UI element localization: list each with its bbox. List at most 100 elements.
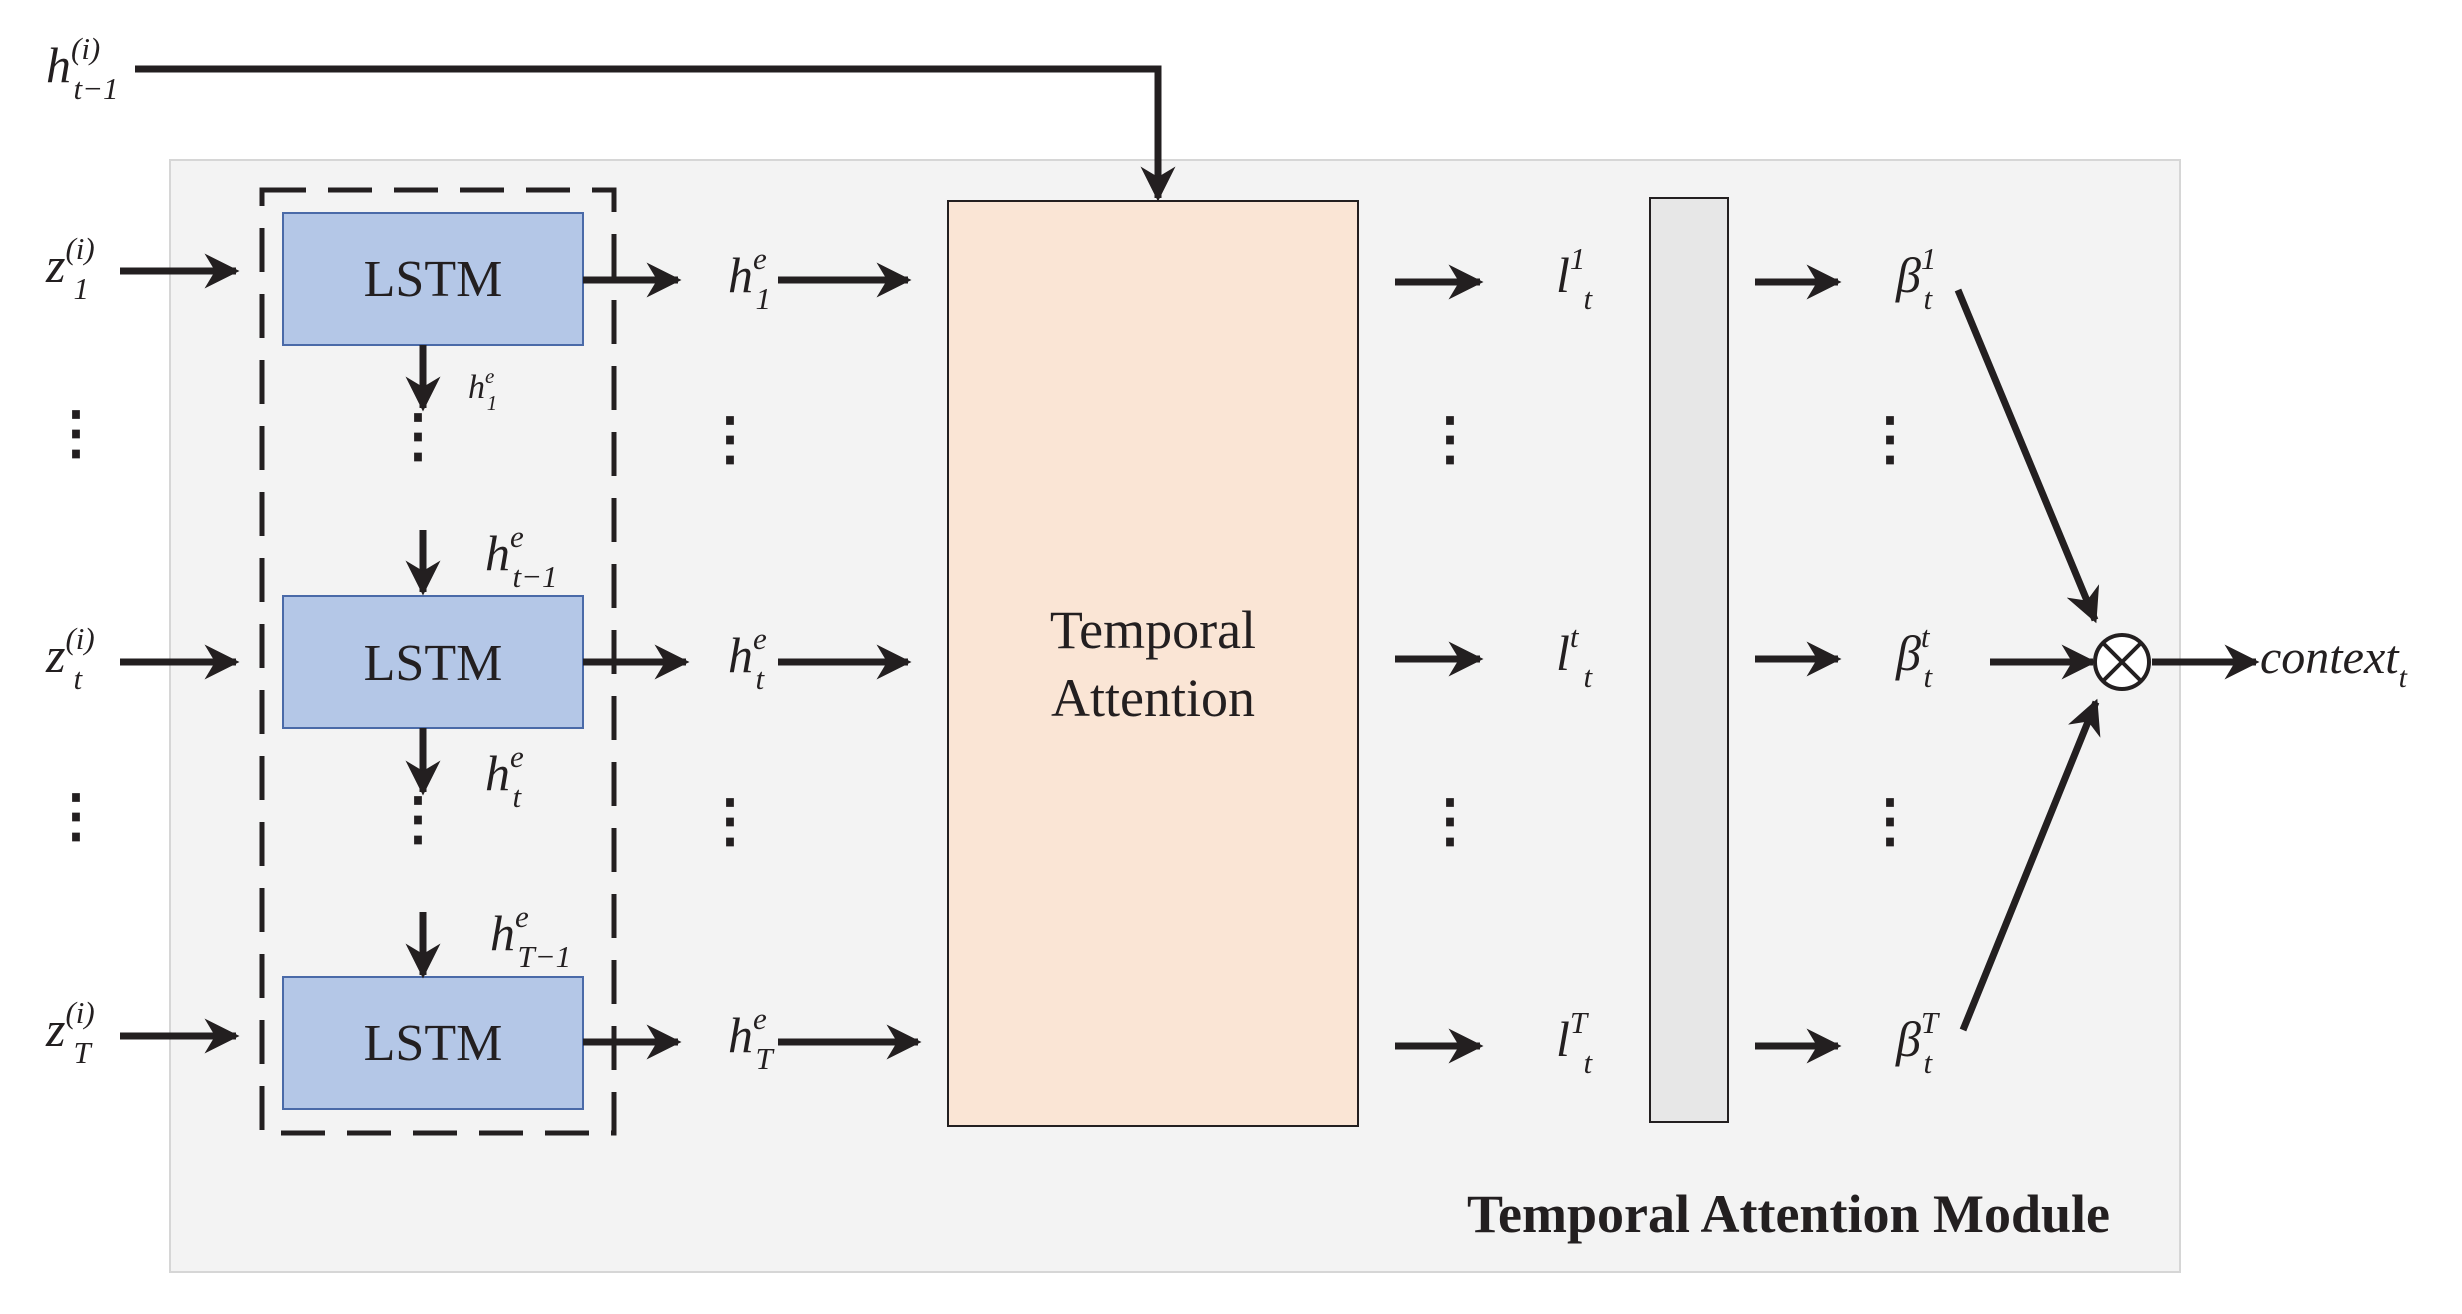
encoder-output-label-0-subscript: 1: [756, 281, 772, 316]
module-title: Temporal Attention Module: [1467, 1184, 2110, 1244]
weight-label-2-subscript: t: [1924, 1045, 1934, 1080]
hidden-link-label-2-subscript: t: [513, 779, 523, 814]
lstm-cell-T: LSTM: [282, 976, 584, 1110]
encoder-output-label-1-superscript: e: [753, 621, 767, 656]
score-label-0: l1 t: [1556, 241, 1594, 316]
temporal-attention-block: Temporal Attention: [947, 200, 1359, 1127]
vertical-ellipsis-1: ⋮: [47, 783, 105, 848]
score-label-0-base: l: [1556, 247, 1570, 303]
input-label-2-subscript: T: [74, 1035, 94, 1070]
weight-to-product-1: [1954, 288, 2100, 624]
encoder-output-label-1-base: h: [728, 627, 753, 683]
hidden-link-label-2-base: h: [485, 745, 510, 801]
encoder-output-label-0-base: h: [728, 247, 753, 303]
score-label-1: ltt: [1556, 619, 1594, 694]
lstm-cell-t-label: LSTM: [364, 635, 503, 692]
weight-label-2-superscript: T: [1921, 1005, 1941, 1040]
input-label-2-base: z: [45, 1001, 65, 1057]
hidden-link-label-2-superscript: e: [510, 739, 524, 774]
hidden-link-label-0-subscript: 1: [487, 391, 498, 415]
encoder-output-label-1-subscript: t: [756, 661, 766, 696]
weight-to-product-T: [1959, 698, 2101, 1032]
score-label-1-superscript: t: [1570, 619, 1580, 654]
lstm-cell-1-label: LSTM: [364, 251, 503, 308]
weight-label-2-base: β: [1895, 1011, 1921, 1067]
hidden-link-label-3-subscript: T−1: [518, 939, 572, 974]
hidden-link-label-1: he t−1: [485, 519, 558, 594]
vertical-ellipsis-4: ⋮: [701, 406, 759, 471]
score-label-2-subscript: t: [1584, 1045, 1594, 1080]
hidden-link-label-1-subscript: t−1: [513, 559, 558, 594]
hidden-link-label-0-base: h: [468, 369, 485, 406]
input-label-0-superscript: (i): [65, 231, 94, 266]
input-label-1: z(i) t: [45, 621, 95, 696]
weight-label-0-subscript: t: [1924, 281, 1934, 316]
vertical-ellipsis-3: ⋮: [389, 786, 447, 851]
context-output-label: contextt: [2260, 631, 2408, 694]
vertical-ellipsis-0: ⋮: [47, 400, 105, 465]
hidden-link-label-1-superscript: e: [510, 519, 524, 554]
encoder-output-label-0: he 1: [728, 241, 771, 316]
vertical-ellipsis-8: ⋮: [1861, 406, 1919, 471]
context-output-label-subscript: t: [2399, 661, 2408, 694]
prev-hidden-label-subscript: t−1: [74, 71, 119, 106]
input-label-2: z(i) T: [45, 995, 95, 1070]
input-label-2-superscript: (i): [65, 995, 94, 1030]
encoder-output-label-2-base: h: [728, 1007, 753, 1063]
score-label-0-superscript: 1: [1570, 241, 1586, 276]
weight-label-1-subscript: t: [1924, 659, 1934, 694]
input-label-0: z(i) 1: [45, 231, 95, 306]
input-label-1-base: z: [45, 627, 65, 683]
attention-label-line2: Attention: [1051, 668, 1255, 728]
score-label-2-superscript: T: [1570, 1005, 1590, 1040]
encoder-output-label-2-superscript: e: [753, 1001, 767, 1036]
vertical-ellipsis-9: ⋮: [1861, 788, 1919, 853]
hidden-link-label-3-superscript: e: [515, 899, 529, 934]
input-label-1-superscript: (i): [65, 621, 94, 656]
hidden-link-label-0-superscript: e: [485, 364, 494, 388]
weight-label-0-superscript: 1: [1921, 241, 1937, 276]
softmax-layer-bar: [1649, 197, 1729, 1123]
vertical-ellipsis-5: ⋮: [701, 788, 759, 853]
prev-hidden-arrow: [135, 65, 1176, 202]
ellipses: ⋮ ⋮ ⋮ ⋮ ⋮ ⋮ ⋮ ⋮ ⋮ ⋮: [47, 400, 1919, 853]
prev-hidden-label: h(i) t−1: [46, 31, 119, 106]
lstm-cell-1: LSTM: [282, 212, 584, 346]
lstm-cell-t: LSTM: [282, 595, 584, 729]
score-label-0-subscript: t: [1584, 281, 1594, 316]
attention-label-line1: Temporal: [1050, 600, 1256, 660]
score-label-2-base: l: [1556, 1011, 1570, 1067]
encoder-output-label-0-superscript: e: [753, 241, 767, 276]
hidden-link-label-0: he 1: [468, 364, 497, 415]
input-label-0-subscript: 1: [74, 271, 90, 306]
hidden-link-label-3-base: h: [490, 905, 515, 961]
lstm-cell-T-label: LSTM: [364, 1015, 503, 1072]
vertical-ellipsis-6: ⋮: [1421, 406, 1479, 471]
weight-label-1-base: β: [1895, 625, 1921, 681]
product-operator: [2093, 633, 2151, 691]
encoder-output-label-2-subscript: T: [756, 1041, 776, 1076]
weight-label-1-superscript: t: [1921, 619, 1931, 654]
input-label-1-subscript: t: [74, 661, 84, 696]
score-label-1-base: l: [1556, 625, 1570, 681]
prev-hidden-label-base: h: [46, 37, 71, 93]
score-label-1-subscript: t: [1584, 659, 1594, 694]
weight-label-0: β1 t: [1895, 241, 1936, 316]
arrows: [120, 65, 2260, 1064]
weight-label-0-base: β: [1895, 247, 1921, 303]
vertical-ellipsis-2: ⋮: [389, 403, 447, 468]
prev-hidden-label-superscript: (i): [71, 31, 100, 66]
input-label-0-base: z: [45, 237, 65, 293]
context-output-label-base: context: [2260, 631, 2400, 684]
vertical-ellipsis-7: ⋮: [1421, 788, 1479, 853]
hidden-link-label-1-base: h: [485, 525, 510, 581]
